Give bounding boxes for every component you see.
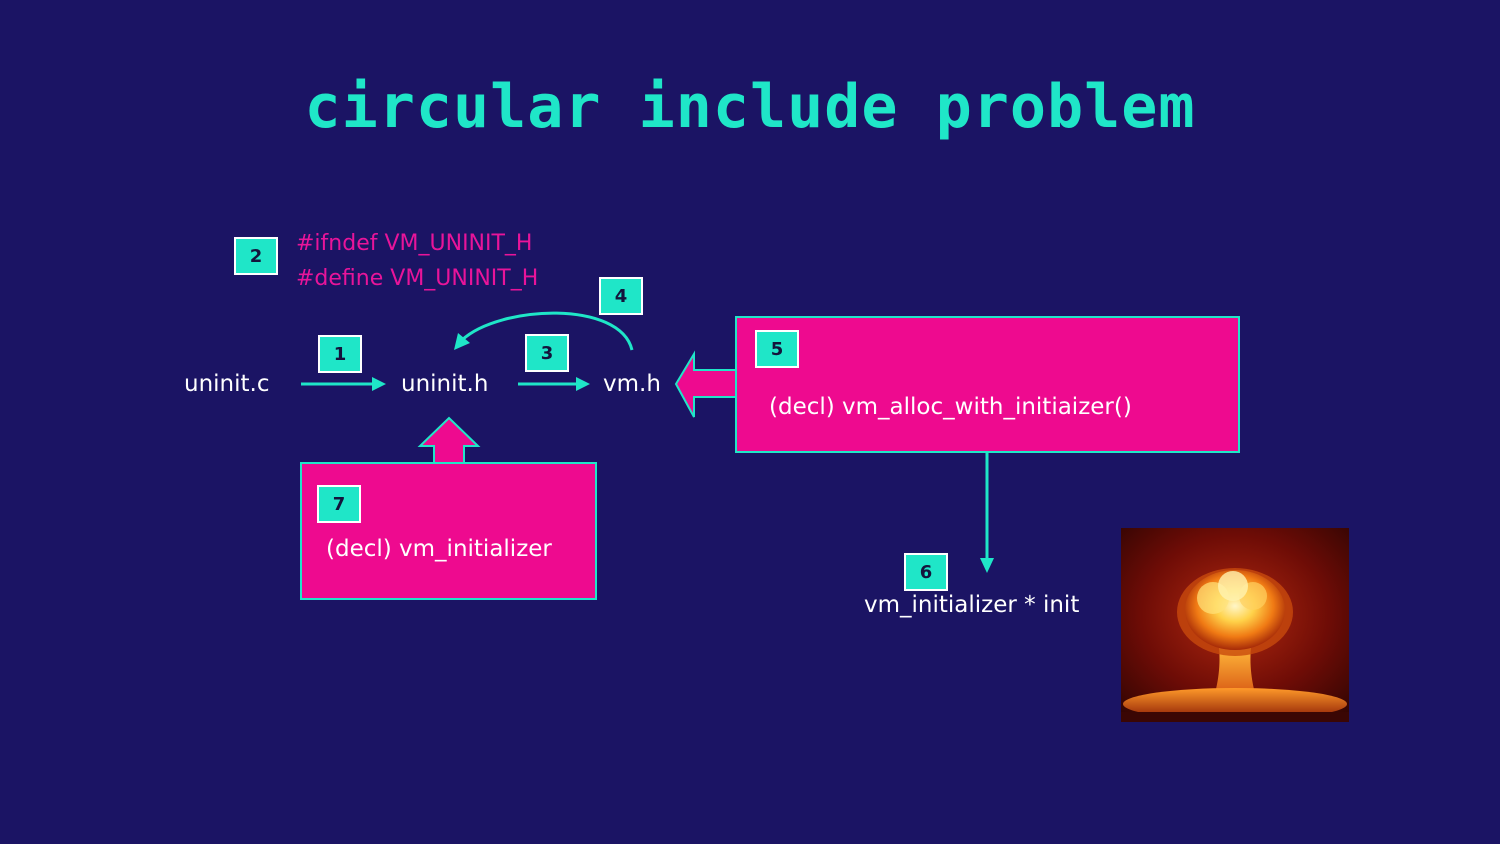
node-uninit-h: uninit.h	[401, 371, 489, 397]
arrow-uninit-h-to-vm-h	[518, 377, 590, 391]
arrow-uninit-c-to-uninit-h	[301, 377, 386, 391]
slide-title: circular include problem	[304, 72, 1196, 142]
arrow-box5-to-result	[980, 440, 994, 573]
guard-ifndef: #ifndef VM_UNINIT_H	[296, 231, 533, 256]
decl-box-7: (decl) vm_initializer	[300, 462, 597, 600]
node-vm-h: vm.h	[603, 371, 661, 397]
box7-pointer	[417, 416, 481, 465]
arrow-vm-h-back-to-uninit-h	[454, 311, 634, 351]
step-badge-3: 3	[525, 334, 569, 372]
include-guard: #ifndef VM_UNINIT_H #define VM_UNINIT_H	[296, 226, 538, 296]
step-badge-5: 5	[755, 330, 799, 368]
step-badge-7: 7	[317, 485, 361, 523]
node-uninit-c: uninit.c	[184, 371, 270, 397]
result-declaration: vm_initializer * init	[864, 592, 1080, 618]
decl-box-5-text: (decl) vm_alloc_with_initiaizer()	[769, 394, 1132, 420]
decl-box-7-text: (decl) vm_initializer	[326, 536, 552, 562]
step-badge-2: 2	[234, 237, 278, 275]
step-badge-4: 4	[599, 277, 643, 315]
decl-box-5: (decl) vm_alloc_with_initiaizer()	[735, 316, 1240, 453]
step-badge-1: 1	[318, 335, 362, 373]
guard-define: #define VM_UNINIT_H	[296, 266, 539, 291]
box5-pointer	[674, 350, 737, 418]
step-badge-6: 6	[904, 553, 948, 591]
nuclear-explosion-image	[1121, 528, 1349, 722]
